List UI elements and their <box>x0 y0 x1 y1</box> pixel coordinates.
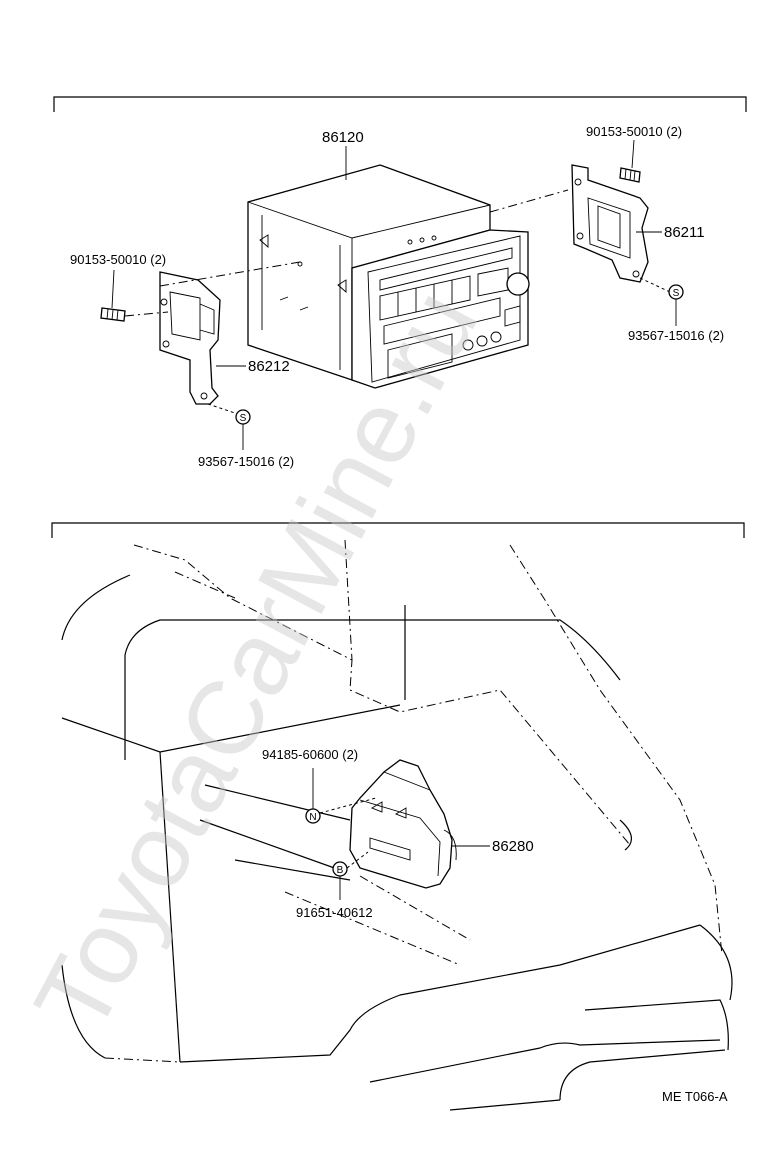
screw-letter-right: S <box>673 288 680 299</box>
radio-unit-drawing <box>247 164 530 389</box>
bolt-letter: B <box>337 865 344 876</box>
screw-line-right <box>639 277 671 293</box>
right-bracket-drawing <box>571 164 649 283</box>
watermark: ToyotaCarMine.ru <box>13 272 501 1051</box>
lower-section-frame <box>51 522 745 538</box>
label-screw-right: 93567-15016 (2) <box>628 328 724 343</box>
label-nut: 94185-60600 (2) <box>262 747 358 762</box>
label-screw-left: 93567-15016 (2) <box>198 454 294 469</box>
label-bolt-left: 90153-50010 (2) <box>70 252 166 267</box>
nut-line <box>319 797 377 814</box>
bolt-line <box>346 851 369 869</box>
label-bolt-right: 90153-50010 (2) <box>586 124 682 139</box>
bolt-line-left <box>124 311 169 317</box>
mount-line-right <box>489 189 569 213</box>
screw-line-left <box>207 403 239 415</box>
figure-code: ME T066-A <box>662 1089 728 1104</box>
mount-line-left <box>159 261 301 287</box>
bolt-right-drawing <box>619 167 641 183</box>
left-bracket-drawing <box>159 271 221 405</box>
label-bolt: 91651-40612 <box>296 905 373 920</box>
label-bracket-right: 86211 <box>664 224 705 241</box>
leader-bolt-right <box>631 139 635 169</box>
label-amplifier: 86280 <box>492 838 534 855</box>
label-bracket-left: 86212 <box>248 358 290 375</box>
vehicle-body-outline <box>61 539 733 1111</box>
leader-bolt-left <box>111 269 115 309</box>
upper-section-frame <box>53 96 747 112</box>
screw-letter-left: S <box>240 413 247 424</box>
bolt-left-drawing <box>100 307 126 322</box>
amplifier-drawing <box>349 759 457 889</box>
nut-letter: N <box>309 812 316 823</box>
label-radio-unit: 86120 <box>322 129 364 146</box>
